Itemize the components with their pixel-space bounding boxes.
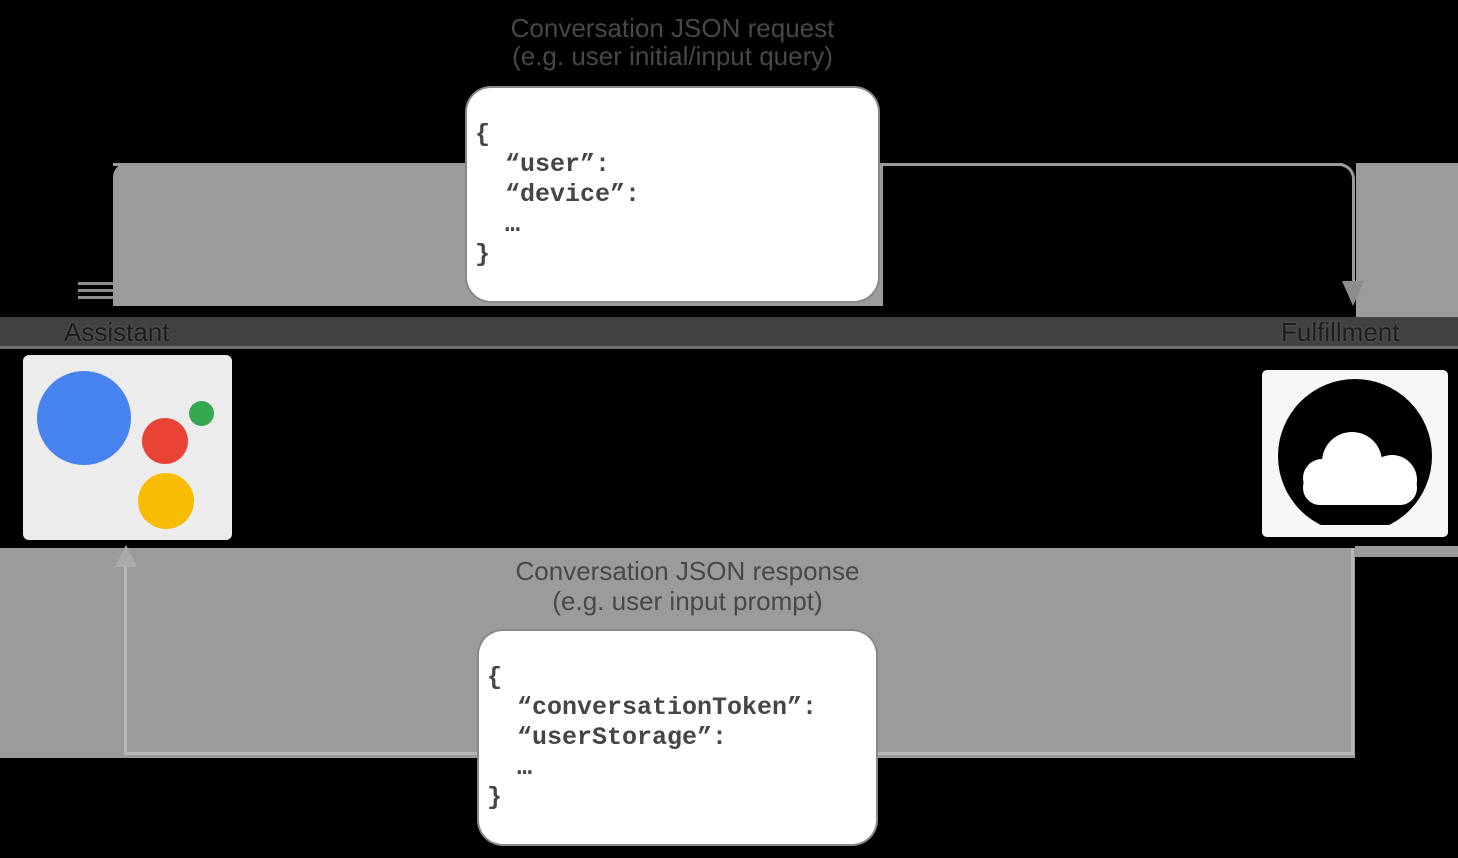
response-caption-title: Conversation JSON response [515, 556, 860, 586]
request-arrow-tail-stripe [78, 282, 113, 285]
request-json-code: { “user”: “device”: … } [475, 120, 641, 269]
response-caption-subtitle: (e.g. user input prompt) [552, 586, 823, 616]
assistant-blue-circle-icon [37, 371, 131, 465]
request-caption-subtitle: (e.g. user initial/input query) [512, 41, 833, 71]
google-assistant-logo [23, 355, 232, 540]
request-arrow-tail-stripe [78, 289, 113, 292]
request-arrow-corner [1337, 163, 1355, 181]
response-arrow-line-vertical-left [124, 566, 127, 752]
fulfillment-logo [1262, 370, 1448, 537]
response-json-box: { “conversationToken”: “userStorage”: … … [477, 629, 878, 846]
request-arrow-fill-right [1356, 163, 1458, 317]
assistant-green-circle-icon [189, 401, 214, 426]
response-arrow-line-vertical-right [1351, 548, 1354, 752]
assistant-label: Assistant [64, 317, 170, 347]
response-arrow-fill-right-sliver [1355, 546, 1458, 557]
request-caption-title: Conversation JSON request [510, 13, 835, 43]
cloud-icon [1262, 379, 1448, 537]
response-json-code: { “conversationToken”: “userStorage”: … … [487, 663, 818, 812]
request-arrow-line-vertical [1352, 178, 1355, 282]
actors-band-underline [0, 346, 1458, 349]
actors-band [0, 317, 1458, 346]
request-arrow-tail-stripe [78, 296, 113, 299]
arrowhead-up-icon [115, 545, 137, 567]
fulfillment-label: Fulfillment [1281, 317, 1400, 347]
assistant-red-circle-icon [142, 418, 188, 464]
assistant-yellow-circle-icon [138, 473, 194, 529]
request-json-box: { “user”: “device”: … } [465, 86, 880, 303]
arrowhead-down-icon [1342, 281, 1364, 306]
